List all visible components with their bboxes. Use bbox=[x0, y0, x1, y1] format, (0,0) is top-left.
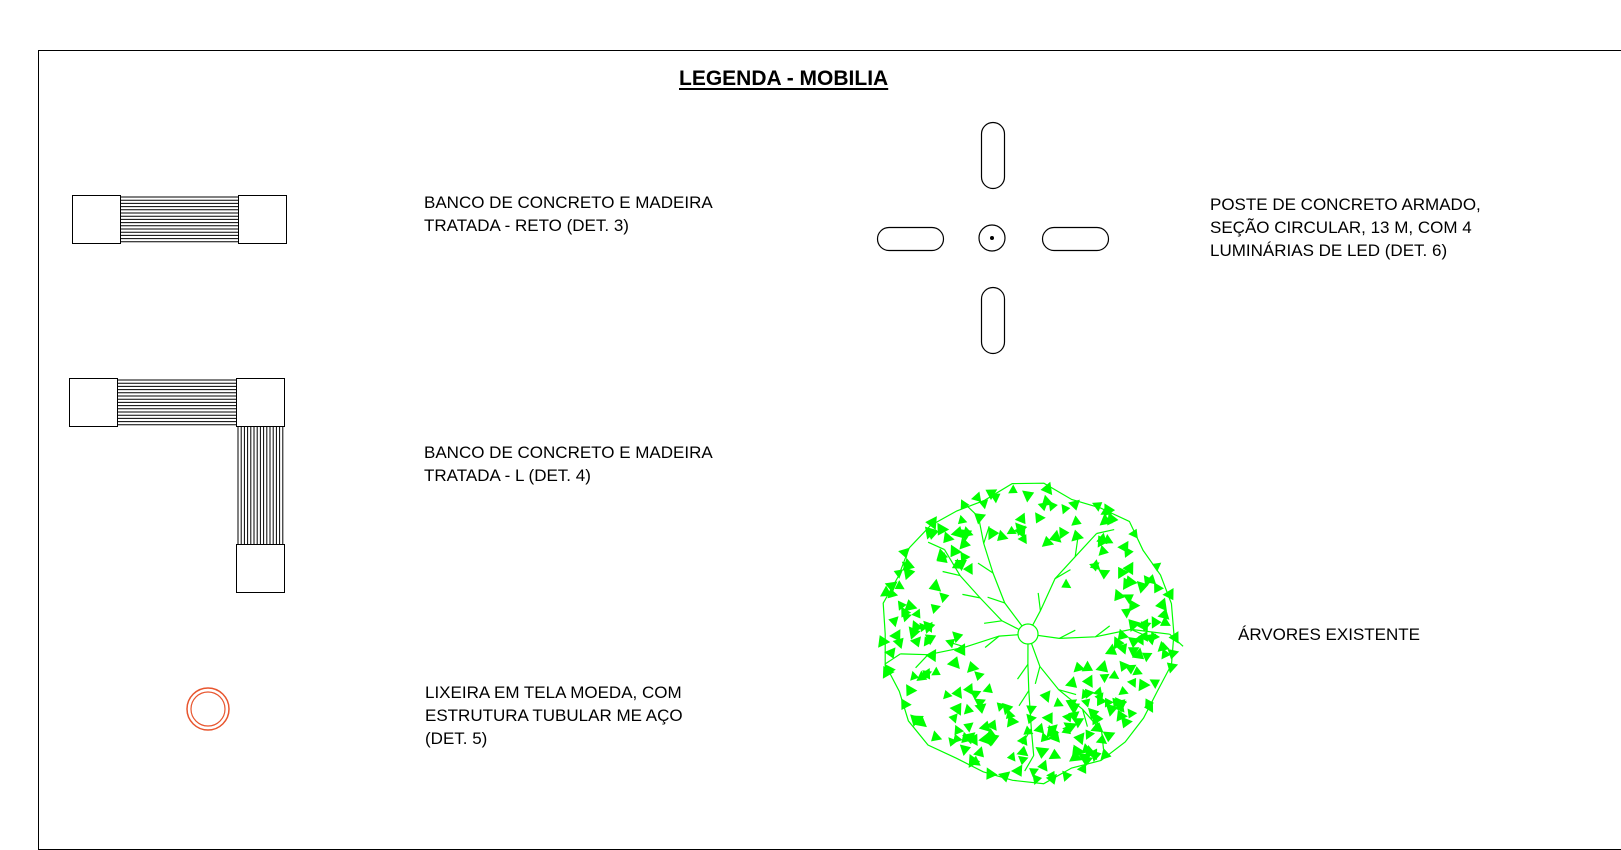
tree-symbol bbox=[878, 481, 1184, 785]
tree-label: ÁRVORES EXISTENTE bbox=[1238, 625, 1421, 644]
straight-bench-label: BANCO DE CONCRETO E MADEIRA TRATADA - RE… bbox=[424, 193, 713, 235]
l-bench-label: BANCO DE CONCRETO E MADEIRA TRATADA - L … bbox=[424, 443, 713, 485]
trash-bin-symbol bbox=[186, 687, 230, 731]
trash-bin-label: LIXEIRA EM TELA MOEDA, COM ESTRUTURA TUB… bbox=[425, 683, 683, 748]
straight-bench-symbol bbox=[72, 195, 287, 244]
light-pole-label: POSTE DE CONCRETO ARMADO, SEÇÃO CIRCULAR… bbox=[1210, 195, 1481, 260]
light-pole-symbol bbox=[876, 121, 1110, 355]
legend-title: LEGENDA - MOBILIA bbox=[679, 67, 889, 90]
l-bench-symbol bbox=[69, 378, 285, 593]
